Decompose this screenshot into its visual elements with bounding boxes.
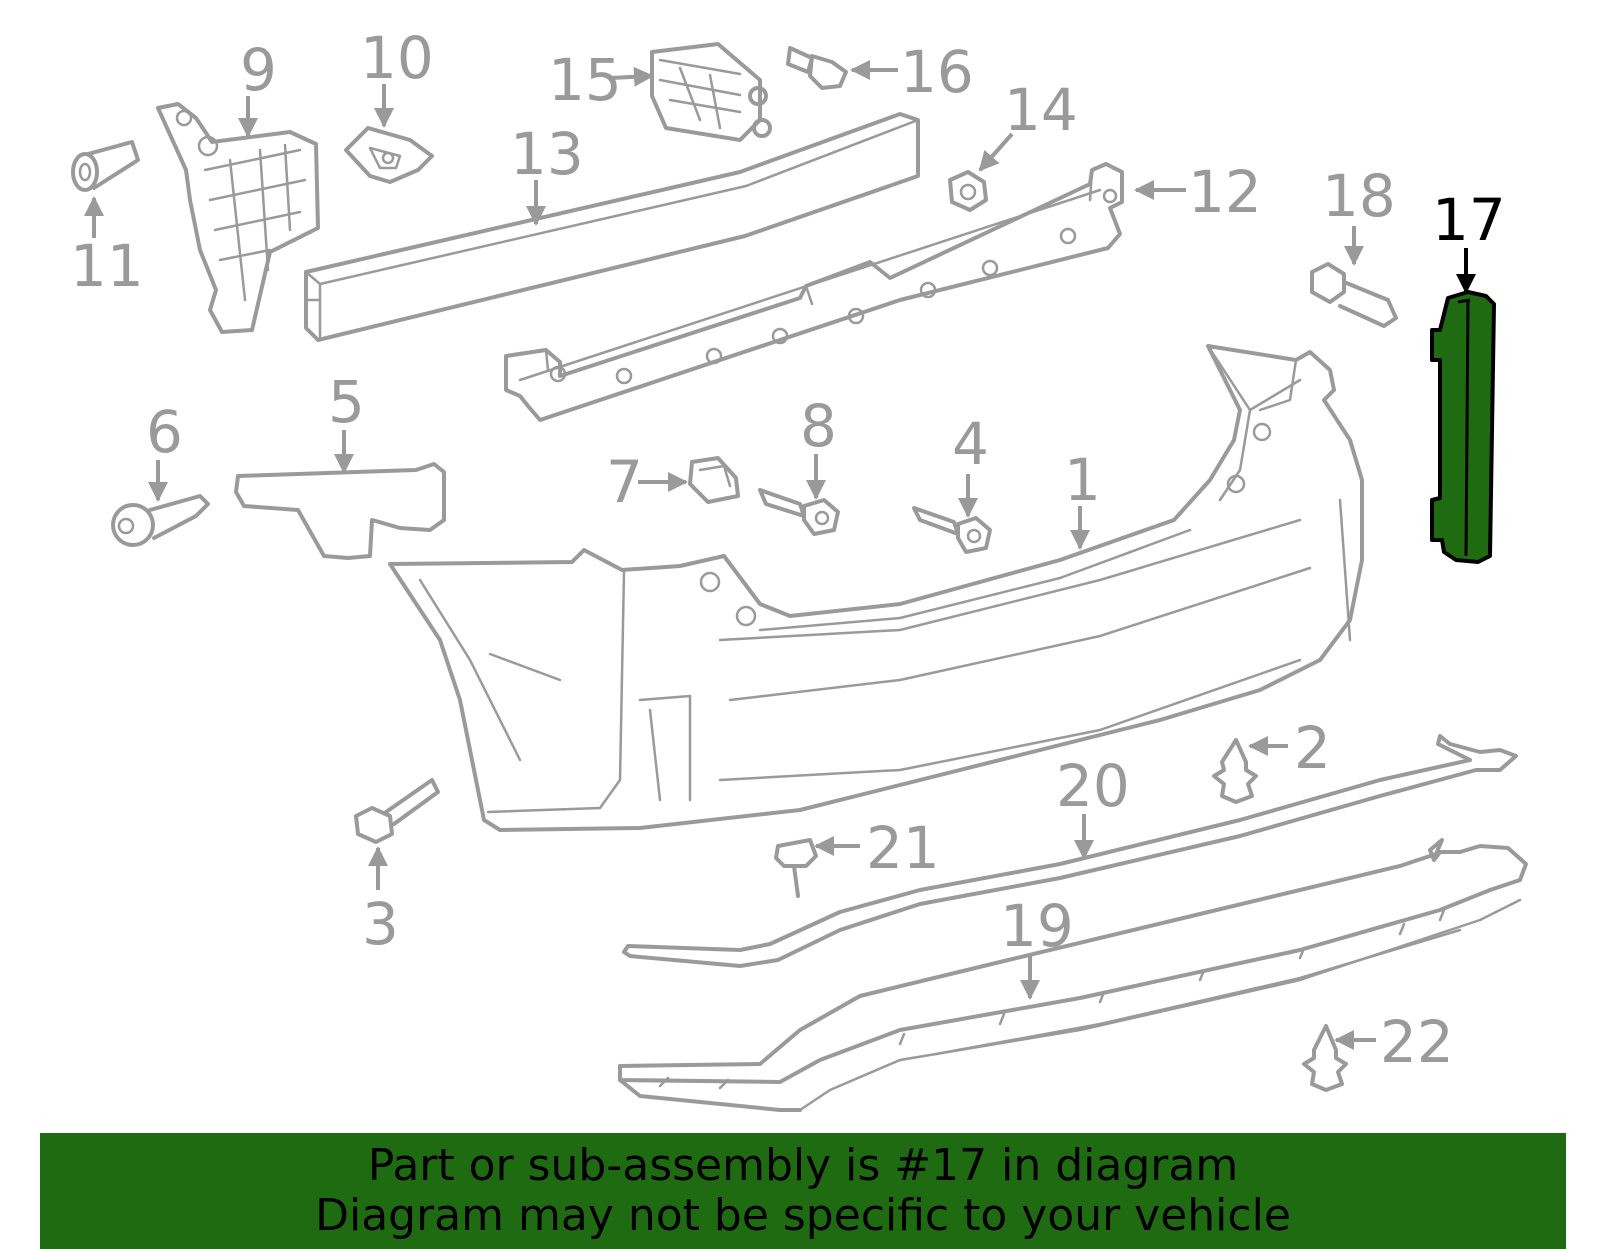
part-15-sensor <box>650 42 772 142</box>
callout-9: 9 <box>240 36 277 104</box>
callout-5: 5 <box>328 368 365 436</box>
part-1-bumper-cover <box>388 344 1364 832</box>
part-8-screw <box>758 488 840 536</box>
part-11-pin <box>71 140 140 192</box>
part-5-bracket <box>234 462 446 560</box>
part-4-screw <box>912 506 992 554</box>
part-6-bolt <box>111 494 210 547</box>
callout-2: 2 <box>1294 714 1331 782</box>
callout-10: 10 <box>360 24 434 92</box>
callout-11: 11 <box>70 232 144 300</box>
part-13-reinforcement-beam <box>304 112 920 342</box>
footer-line-2: Diagram may not be specific to your vehi… <box>315 1190 1291 1241</box>
callout-14: 14 <box>1004 76 1078 144</box>
callout-1: 1 <box>1064 446 1101 514</box>
part-21-retainer <box>774 838 818 898</box>
callout-12: 12 <box>1188 158 1262 226</box>
part-17-reflector[interactable] <box>1430 290 1496 564</box>
callout-4: 4 <box>952 410 989 478</box>
callout-19: 19 <box>1000 892 1074 960</box>
callout-22: 22 <box>1380 1008 1454 1076</box>
part-14-nut <box>948 170 988 212</box>
part-9-bracket <box>156 102 320 334</box>
callout-13: 13 <box>510 120 584 188</box>
callout-16: 16 <box>900 38 974 106</box>
callout-20: 20 <box>1056 752 1130 820</box>
part-20-molding <box>622 734 1518 968</box>
callout-18: 18 <box>1322 162 1396 230</box>
callout-arrows <box>84 60 1476 1050</box>
part-2-clip <box>1212 738 1258 804</box>
callout-15: 15 <box>548 46 622 114</box>
footer-line-1: Part or sub-assembly is #17 in diagram <box>367 1140 1239 1191</box>
part-18-bolt <box>1310 262 1398 328</box>
part-22-clip <box>1302 1024 1348 1092</box>
footer-banner: Part or sub-assembly is #17 in diagram D… <box>40 1133 1566 1249</box>
part-10-clip-nut <box>344 126 434 184</box>
part-12-absorber <box>504 162 1124 422</box>
part-19-lower-cover <box>618 838 1528 1112</box>
callout-3: 3 <box>362 890 399 958</box>
callout-21: 21 <box>866 814 940 882</box>
callout-7: 7 <box>606 448 643 516</box>
part-16-bolt <box>786 46 848 90</box>
part-7-clip <box>688 456 740 504</box>
part-3-screw <box>354 778 440 844</box>
callout-8: 8 <box>800 392 837 460</box>
callout-17: 17 <box>1432 186 1506 254</box>
callout-6: 6 <box>146 398 183 466</box>
callout-labels: 9 10 11 13 15 16 14 12 18 17 6 5 7 8 4 1… <box>70 24 1506 1076</box>
